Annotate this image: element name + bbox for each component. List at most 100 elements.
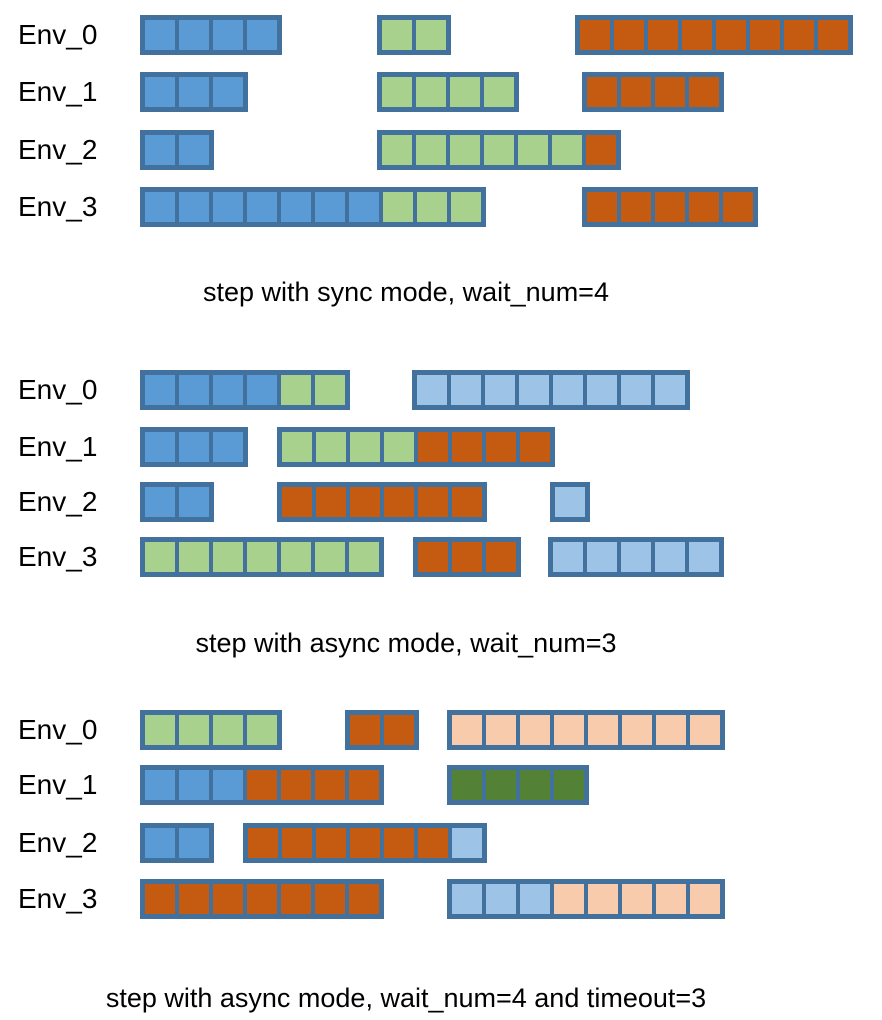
step-block-green	[179, 715, 209, 745]
env-row: Env_3	[0, 537, 882, 577]
env-label: Env_3	[18, 191, 98, 222]
step-block-orange	[520, 432, 550, 462]
step-block-orange	[384, 487, 414, 517]
env-label: Env_1	[18, 431, 98, 462]
step-block-blue	[349, 192, 379, 222]
env-label: Env_2	[18, 486, 98, 517]
step-block-group	[447, 879, 725, 919]
step-block-blue	[179, 375, 209, 405]
step-block-green	[315, 542, 345, 572]
step-block-green	[281, 375, 311, 405]
step-block-light_blue	[587, 542, 617, 572]
env-label: Env_1	[18, 76, 98, 107]
step-block-group	[582, 187, 758, 227]
step-block-green	[382, 135, 412, 165]
step-block-peach	[452, 715, 482, 745]
step-block-orange	[349, 770, 379, 800]
step-block-orange	[648, 20, 678, 50]
step-block-orange	[247, 884, 277, 914]
step-block-group	[277, 427, 555, 467]
step-block-blue	[213, 432, 243, 462]
step-block-group	[447, 765, 589, 805]
step-block-orange	[281, 884, 311, 914]
step-block-green	[382, 20, 412, 50]
step-block-group	[345, 710, 419, 750]
step-block-green	[416, 20, 446, 50]
step-block-blue	[315, 192, 345, 222]
step-block-orange	[248, 828, 278, 858]
env-row: Env_2	[0, 130, 882, 170]
step-block-group	[582, 72, 724, 112]
panel-caption: step with async mode, wait_num=4 and tim…	[105, 983, 707, 1013]
env-row: Env_3	[0, 879, 882, 919]
panel-caption: step with async mode, wait_num=3	[195, 628, 617, 658]
step-block-group	[140, 537, 384, 577]
step-block-light_blue	[553, 542, 583, 572]
step-block-orange	[621, 77, 651, 107]
step-block-blue	[213, 20, 243, 50]
step-block-green	[382, 77, 412, 107]
step-block-orange	[282, 487, 312, 517]
step-block-peach	[486, 715, 516, 745]
step-block-orange	[784, 20, 814, 50]
step-block-group	[140, 765, 384, 805]
step-block-orange	[486, 432, 516, 462]
step-block-green	[315, 375, 345, 405]
step-block-peach	[554, 715, 584, 745]
step-block-group	[447, 710, 725, 750]
step-block-light_blue	[452, 884, 482, 914]
step-block-blue	[179, 192, 209, 222]
step-block-blue	[179, 135, 209, 165]
step-block-orange	[452, 432, 482, 462]
step-block-orange	[723, 192, 753, 222]
step-block-green	[247, 542, 277, 572]
step-block-green	[450, 77, 480, 107]
step-block-orange	[716, 20, 746, 50]
step-block-blue	[179, 770, 209, 800]
step-block-blue	[145, 828, 175, 858]
step-block-group	[140, 482, 214, 522]
step-block-green	[349, 542, 379, 572]
step-block-group	[377, 15, 451, 55]
step-block-group	[413, 537, 521, 577]
env-label: Env_0	[18, 714, 98, 745]
step-block-orange	[689, 77, 719, 107]
step-block-group	[140, 710, 282, 750]
step-block-light_blue	[621, 375, 651, 405]
step-block-blue	[179, 487, 209, 517]
step-block-orange	[384, 715, 414, 745]
step-block-orange	[655, 77, 685, 107]
step-block-orange	[452, 542, 482, 572]
step-block-green	[213, 715, 243, 745]
step-block-light_blue	[519, 375, 549, 405]
step-block-orange	[350, 715, 380, 745]
step-block-light_blue	[486, 884, 516, 914]
step-block-group	[377, 72, 519, 112]
env-label: Env_0	[18, 374, 98, 405]
step-block-group	[412, 370, 690, 410]
step-block-green	[383, 192, 413, 222]
env-row: Env_0	[0, 15, 882, 55]
step-block-orange	[418, 432, 448, 462]
step-block-orange	[452, 487, 482, 517]
step-block-blue	[213, 770, 243, 800]
step-block-peach	[622, 884, 652, 914]
step-block-green	[416, 135, 446, 165]
env-label: Env_2	[18, 134, 98, 165]
step-block-peach	[622, 715, 652, 745]
step-block-blue	[247, 20, 277, 50]
step-block-green	[350, 432, 380, 462]
step-block-group	[140, 130, 214, 170]
step-block-light_blue	[452, 828, 482, 858]
panel-caption: step with sync mode, wait_num=4	[203, 277, 609, 307]
step-block-orange	[315, 770, 345, 800]
step-block-peach	[588, 715, 618, 745]
step-block-light_blue	[520, 884, 550, 914]
env-label: Env_2	[18, 827, 98, 858]
env-row: Env_3	[0, 187, 882, 227]
step-block-green	[213, 542, 243, 572]
step-block-group	[277, 482, 487, 522]
step-block-group	[140, 72, 248, 112]
step-block-blue	[145, 487, 175, 517]
step-block-dark_green	[520, 770, 550, 800]
